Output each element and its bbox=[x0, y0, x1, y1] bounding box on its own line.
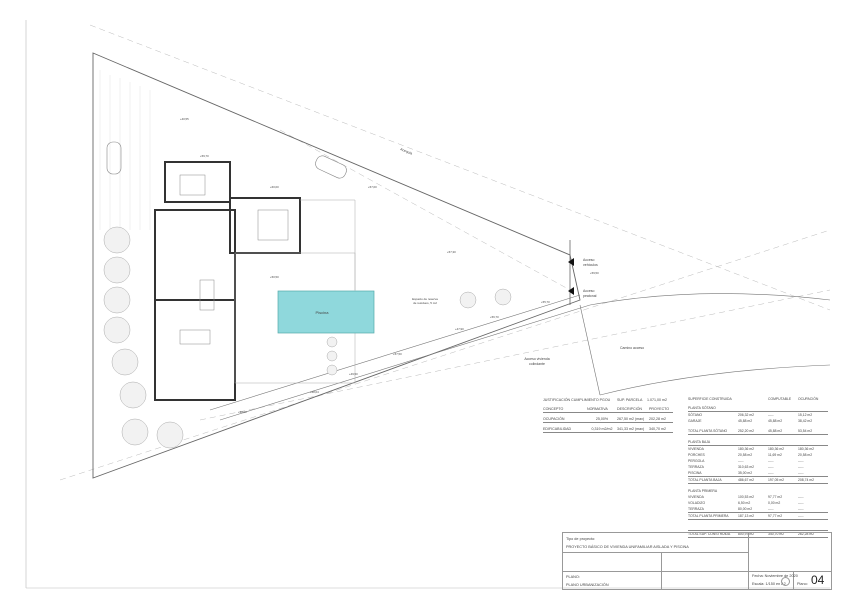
setback-lines bbox=[59, 24, 831, 481]
level-mark: +48,04 bbox=[310, 390, 319, 394]
header-cell: PROYECTO bbox=[649, 407, 670, 411]
project-type-label: Tipo de proyecto: bbox=[566, 537, 596, 541]
plan-name: PLANO URBANIZACIÓN bbox=[566, 583, 609, 587]
title-block: Tipo de proyecto: PROYECTO BÁSICO DE VIV… bbox=[562, 532, 832, 590]
group-title: PLANTA PRIMERA bbox=[688, 489, 718, 493]
sheet-number-label: Plano: bbox=[797, 582, 808, 586]
level-mark: +59,70 bbox=[200, 154, 209, 158]
title-block-divider bbox=[793, 571, 794, 589]
built-area-table: SUPERFICIE CONSTRUIDA COMPUTABLE OCUPACIÓN… bbox=[688, 395, 828, 538]
pgou-compliance-table: JUSTIFICACIÓN CUMPLIMIENTO PGOU SUP. PARC… bbox=[543, 397, 673, 433]
level-mark: +55,70 bbox=[541, 300, 550, 304]
waste-area-label: Espacio de reserva bbox=[412, 297, 438, 301]
level-mark: +60,00 bbox=[270, 185, 279, 189]
level-mark: +57,00 bbox=[368, 185, 377, 189]
level-mark: +50,50 bbox=[270, 275, 279, 279]
title-block-divider bbox=[661, 552, 662, 589]
date: Fecha: Noviembre de 2020 bbox=[752, 574, 798, 578]
waste-area-label-2: de residuos, 5 m2 bbox=[413, 301, 437, 305]
neighbour-access-label: Acceso vivienda bbox=[524, 357, 549, 361]
header-cell: CONCEPTO bbox=[543, 407, 564, 411]
acequia-label: Acequia bbox=[400, 147, 413, 155]
table-title: JUSTIFICACIÓN CUMPLIMIENTO PGOU bbox=[543, 398, 611, 402]
level-mark: +47,90 bbox=[455, 327, 464, 331]
car-icon bbox=[106, 141, 122, 175]
header-cell: DESCRIPCIÓN bbox=[617, 407, 642, 411]
header-cell: COMPUTABLE bbox=[768, 396, 792, 401]
parcel-label: SUP. PARCELA bbox=[617, 398, 643, 402]
level-mark: +57,30 bbox=[447, 250, 456, 254]
access-road bbox=[209, 293, 831, 421]
pedestrian-access-arrow-icon bbox=[568, 287, 574, 295]
parcel-value: 1.071,00 m2 bbox=[647, 398, 667, 402]
level-mark: +49,50 bbox=[349, 372, 358, 376]
level-mark: +59,50 bbox=[590, 271, 599, 275]
level-mark: +38,00 bbox=[238, 410, 247, 414]
title-block-divider bbox=[563, 552, 748, 553]
level-marks: +40,55 +59,70 +60,00 +57,00 +57,30 +59,5… bbox=[180, 117, 599, 414]
plot-boundary bbox=[92, 52, 581, 479]
lawn-hatch bbox=[99, 70, 151, 230]
level-mark: +57,50 bbox=[393, 352, 402, 356]
header-cell: SUPERFICIE CONSTRUIDA bbox=[688, 396, 732, 401]
pool bbox=[277, 290, 375, 334]
pedestrian-access-label: Acceso bbox=[583, 289, 595, 293]
group-title: PLANTA SÓTANO bbox=[688, 406, 716, 410]
furniture bbox=[179, 174, 289, 345]
tree-icons bbox=[103, 226, 512, 449]
plan-label: PLANO: bbox=[566, 575, 580, 579]
vehicle-access-arrow-icon bbox=[568, 258, 574, 266]
level-mark: +56,70 bbox=[490, 315, 499, 319]
title-block-divider bbox=[563, 571, 831, 572]
house-floorplan bbox=[154, 161, 301, 401]
level-mark: +40,55 bbox=[180, 117, 189, 121]
sheet-number: 04 bbox=[811, 573, 825, 587]
group-title: PLANTA BAJA bbox=[688, 440, 711, 444]
north-icon bbox=[781, 577, 790, 586]
vehicle-access-label: Acceso bbox=[583, 258, 595, 262]
table-row: PERGOLA--------------- bbox=[688, 459, 804, 463]
car-icon bbox=[315, 155, 347, 179]
pedestrian-access-label-2: peatonal bbox=[583, 294, 597, 298]
project-type-value: PROYECTO BÁSICO DE VIVIENDA UNIFAMILIAR … bbox=[566, 545, 689, 549]
neighbour-access-label-2: colindante bbox=[529, 362, 545, 366]
header-cell: NORMATIVA bbox=[587, 407, 608, 411]
title-block-divider bbox=[563, 533, 749, 589]
scale: Escala: 1/150 en A2 bbox=[752, 582, 786, 586]
vehicle-access-label-2: vehículos bbox=[583, 263, 598, 267]
pool-label: Piscina bbox=[316, 310, 330, 315]
header-cell: OCUPACIÓN bbox=[798, 396, 819, 401]
access-road-label: Camino acceso bbox=[620, 346, 644, 350]
